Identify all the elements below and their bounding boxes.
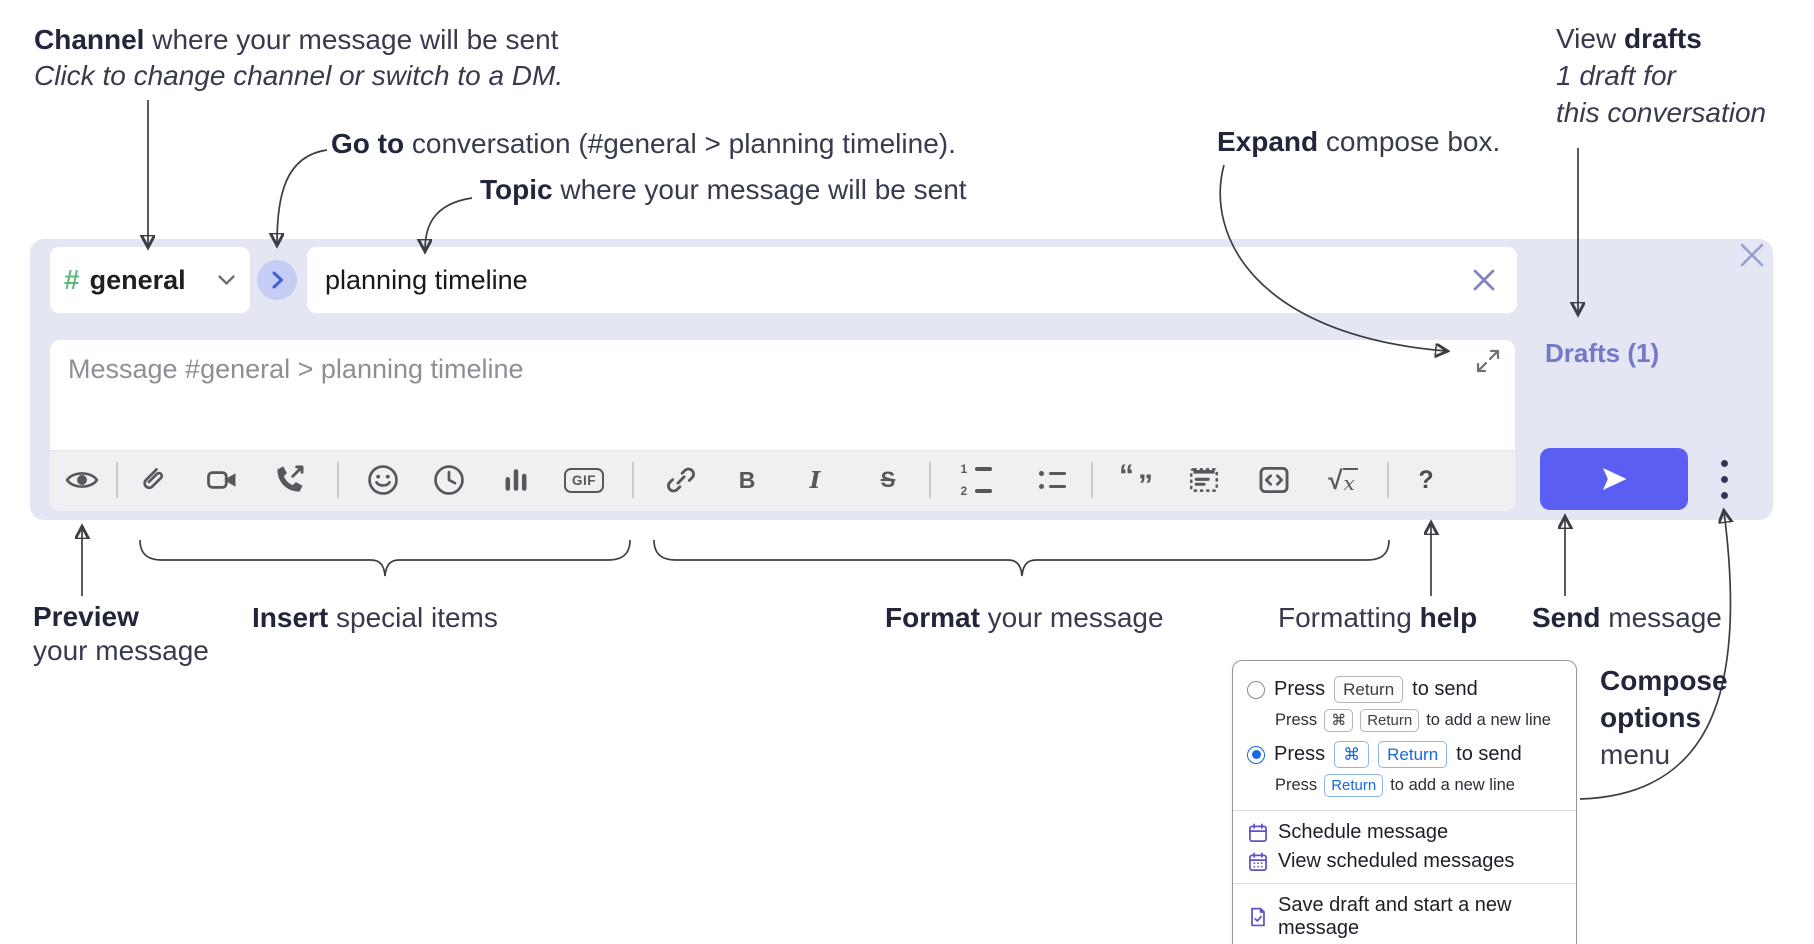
- draft-document-icon: [1247, 906, 1269, 928]
- gif-button[interactable]: GIF: [560, 461, 608, 499]
- ordered-list-button[interactable]: 1 2: [957, 461, 995, 499]
- clear-topic-icon[interactable]: [1469, 265, 1499, 295]
- video-clip-button[interactable]: [205, 461, 239, 499]
- calendar-grid-icon: [1247, 851, 1269, 873]
- channel-selector[interactable]: # general: [50, 247, 250, 313]
- calendar-icon: [1247, 822, 1269, 844]
- code-block-button[interactable]: [1187, 461, 1221, 499]
- menu-item-view-scheduled[interactable]: View scheduled messages: [1233, 847, 1576, 876]
- ordered-list-icon: 1 2: [961, 462, 992, 498]
- formula-icon: √x: [1328, 465, 1358, 496]
- phone-outgoing-icon: [272, 463, 306, 497]
- bold-button[interactable]: B: [730, 461, 764, 499]
- chevron-right-icon: [270, 270, 285, 290]
- link-button[interactable]: [664, 461, 698, 499]
- insert-brace: [139, 539, 631, 577]
- emoji-button[interactable]: [366, 461, 400, 499]
- preview-button[interactable]: [65, 461, 99, 499]
- bulleted-list-button[interactable]: [1033, 461, 1071, 499]
- strikethrough-button[interactable]: S: [871, 461, 905, 499]
- menu-item-schedule-message[interactable]: Schedule message: [1233, 818, 1576, 847]
- formatting-toolbar: [50, 450, 1515, 511]
- insert-annotation: Insert special items: [252, 602, 498, 633]
- cmd-key: ⌘: [1334, 741, 1370, 768]
- gif-icon: GIF: [564, 467, 604, 493]
- preview-annotation: Preview your message: [33, 601, 209, 666]
- toolbar-divider: [632, 462, 634, 498]
- italic-icon: I: [809, 466, 821, 494]
- code-button[interactable]: [1257, 461, 1291, 499]
- channel-annotation: Channel where your message will be sent …: [34, 24, 564, 91]
- return-key: Return: [1360, 709, 1420, 732]
- message-placeholder: Message #general > planning timeline: [68, 354, 524, 384]
- topic-annotation: Topic where your message will be sent: [480, 174, 967, 205]
- close-icon[interactable]: [1738, 241, 1766, 274]
- code-icon: [1257, 463, 1291, 497]
- italic-button[interactable]: I: [798, 461, 832, 499]
- blockquote-button[interactable]: “”: [1119, 459, 1153, 502]
- strikethrough-icon: S: [880, 467, 896, 492]
- menu-option-cmd-return-to-send[interactable]: Press ⌘ Return to send: [1233, 738, 1576, 771]
- toolbar-divider: [929, 462, 931, 498]
- cmd-key: ⌘: [1324, 709, 1354, 732]
- channel-name: general: [89, 264, 186, 295]
- radio-unselected-icon[interactable]: [1247, 680, 1265, 699]
- menu-option-return-sub: Press ⌘ Return to add a new line: [1233, 706, 1576, 738]
- menu-divider: [1233, 810, 1576, 811]
- format-annotation: Format your message: [885, 602, 1164, 633]
- goto-arrow: [277, 149, 328, 244]
- video-camera-icon: [205, 463, 239, 497]
- formatting-help-button[interactable]: ?: [1409, 461, 1443, 499]
- send-button[interactable]: [1540, 448, 1688, 510]
- compose-options-button[interactable]: [1710, 451, 1738, 507]
- attach-file-button[interactable]: [135, 461, 169, 499]
- hash-icon: #: [64, 264, 80, 295]
- goto-annotation: Go to conversation (#general > planning …: [331, 128, 956, 159]
- formula-button[interactable]: √x: [1321, 461, 1365, 499]
- return-key: Return: [1334, 676, 1404, 703]
- toolbar-divider: [1387, 462, 1389, 498]
- topic-value: planning timeline: [325, 264, 528, 295]
- paper-plane-icon: [1598, 463, 1630, 495]
- menu-option-cmd-return-sub: Press Return to add a new line: [1233, 771, 1576, 803]
- view-drafts-annotation: View drafts 1 draft for this conversatio…: [1556, 23, 1767, 128]
- blockquote-icon: “”: [1119, 459, 1153, 502]
- link-icon: [664, 463, 698, 497]
- menu-option-return-to-send[interactable]: Press Return to send: [1233, 673, 1576, 706]
- compose-options-menu: Press Return to send Press ⌘ Return to a…: [1232, 660, 1577, 944]
- goto-conversation-button[interactable]: [257, 260, 297, 300]
- radio-selected-icon[interactable]: [1247, 745, 1265, 764]
- drafts-link[interactable]: Drafts (1): [1545, 338, 1660, 368]
- smiley-icon: [366, 463, 400, 497]
- toolbar-divider: [1091, 462, 1093, 498]
- return-key: Return: [1378, 741, 1448, 768]
- topic-input[interactable]: planning timeline: [307, 247, 1517, 313]
- expand-icon[interactable]: [1473, 346, 1503, 381]
- bold-icon: B: [738, 466, 756, 493]
- toolbar-divider: [337, 462, 339, 498]
- menu-item-save-draft[interactable]: Save draft and start a new message: [1233, 891, 1576, 943]
- recent-button[interactable]: [432, 461, 466, 499]
- compose-options-annotation: Compose options menu: [1600, 665, 1728, 770]
- code-block-icon: [1187, 463, 1221, 497]
- paperclip-icon: [135, 463, 169, 497]
- return-key: Return: [1324, 774, 1384, 797]
- bulleted-list-icon: [1038, 471, 1066, 489]
- poll-button[interactable]: [499, 461, 533, 499]
- format-brace: [653, 539, 1390, 577]
- formatting-help-annotation: Formatting help: [1278, 602, 1478, 633]
- chevron-down-icon: [217, 274, 236, 287]
- toolbar-divider: [116, 462, 118, 498]
- question-mark-icon: ?: [1418, 465, 1434, 494]
- audio-clip-button[interactable]: [272, 461, 306, 499]
- eye-icon: [65, 463, 99, 497]
- expand-annotation: Expand compose box.: [1217, 126, 1501, 157]
- clock-icon: [432, 463, 466, 497]
- bar-chart-icon: [499, 463, 533, 497]
- menu-divider: [1233, 883, 1576, 884]
- send-annotation: Send message: [1532, 602, 1722, 633]
